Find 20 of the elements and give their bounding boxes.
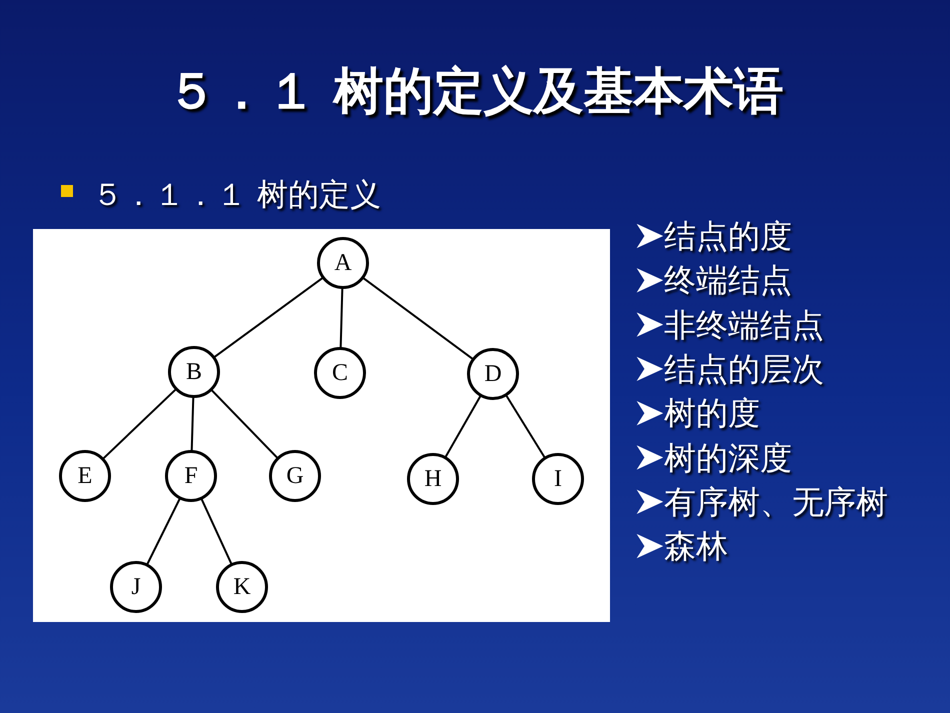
tree-edge bbox=[102, 388, 178, 460]
tree-edge bbox=[212, 276, 324, 359]
section-heading: ５．１．１ 树的定义 bbox=[92, 176, 381, 215]
list-item: 结点的度 bbox=[664, 216, 792, 256]
list-item: 非终端结点 bbox=[664, 304, 824, 345]
tree-edge bbox=[190, 396, 194, 452]
list-item: 树的深度 bbox=[664, 438, 792, 478]
tree-edge bbox=[146, 497, 182, 566]
tree-edge bbox=[362, 276, 474, 361]
slide-title: ５．１ 树的定义及基本术语 bbox=[165, 60, 785, 122]
tree-edge bbox=[504, 394, 546, 460]
list-item: 森林 bbox=[664, 526, 728, 566]
list-item: 有序树、无序树 bbox=[664, 482, 888, 522]
tree-edge bbox=[444, 394, 482, 459]
tree-edge bbox=[210, 388, 279, 460]
list-item: 结点的层次 bbox=[664, 348, 824, 389]
tree-edge bbox=[340, 286, 344, 350]
list-item: 终端结点 bbox=[664, 260, 792, 300]
list-item: 树的度 bbox=[664, 393, 760, 434]
tree-edge bbox=[200, 497, 233, 566]
